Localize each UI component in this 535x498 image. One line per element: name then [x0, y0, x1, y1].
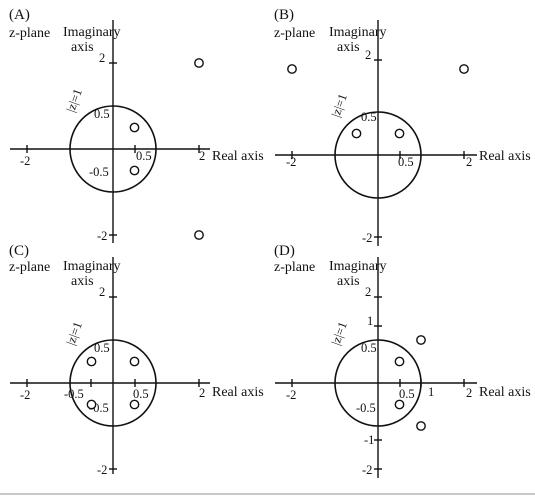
imag-axis-label-line2: axis: [337, 40, 360, 55]
y-tick-label: -2: [362, 463, 372, 477]
y-tick-label: 0.5: [94, 341, 110, 355]
unit-circle: [69, 105, 157, 193]
panel-c: (C) z-plane Imaginary axis Real axis |z|…: [9, 243, 264, 477]
y-tick-label: -2: [97, 463, 107, 477]
zero-marker: [129, 122, 140, 133]
zeros-group: [287, 64, 469, 139]
plane-label: z-plane: [274, 26, 315, 41]
panel-label: (B): [274, 7, 294, 23]
zero-marker: [287, 64, 297, 74]
panel-label: (A): [9, 7, 30, 23]
x-tick-label: 0.5: [133, 387, 149, 401]
y-tick-label: 2: [365, 285, 371, 299]
imag-axis-label-line1: Imaginary: [63, 25, 121, 40]
real-axis-label: Real axis: [479, 149, 531, 164]
x-tick-label: 0.5: [398, 155, 414, 169]
panel-d: (D) z-plane Imaginary axis Real axis |z|…: [274, 243, 531, 478]
y-tick-label: 1: [367, 314, 373, 328]
unit-circle-label: |z|=1: [64, 320, 85, 347]
x-tick-label: 2: [199, 386, 205, 400]
zero-marker: [459, 64, 469, 74]
zero-marker: [394, 356, 405, 367]
y-tick-label: -0.5: [356, 401, 376, 415]
x-tick-label: 0.5: [136, 149, 152, 163]
zero-marker: [194, 58, 204, 68]
unit-circle: [69, 339, 157, 427]
zero-marker: [129, 399, 140, 410]
zero-marker: [194, 230, 204, 240]
x-tick-label: 2: [466, 386, 472, 400]
plane-label: z-plane: [274, 260, 315, 275]
x-tick-label: 0.5: [399, 387, 415, 401]
zero-marker: [416, 421, 426, 431]
zero-marker: [351, 128, 362, 139]
unit-circle: [334, 111, 422, 199]
x-tick-label: 2: [199, 149, 205, 163]
zero-marker: [86, 356, 97, 367]
y-tick-label: 0.5: [361, 110, 377, 124]
zero-marker: [394, 128, 405, 139]
y-tick-label: 2: [365, 48, 371, 62]
x-tick-label: 1: [428, 385, 434, 399]
panel-label: (C): [9, 243, 29, 259]
x-tick-label: -0.5: [64, 387, 84, 401]
zero-marker: [86, 399, 97, 410]
zero-marker: [416, 335, 426, 345]
y-tick-label: 2: [99, 51, 105, 65]
panel-a: (A) z-plane Imaginary axis Real axis |z|…: [9, 7, 264, 243]
x-tick-label: -2: [20, 154, 30, 168]
y-tick-label: 2: [99, 285, 105, 299]
imag-axis-label-line1: Imaginary: [329, 259, 387, 274]
plane-label: z-plane: [9, 26, 50, 41]
x-tick-label: -2: [20, 388, 30, 402]
y-tick-label: -2: [97, 229, 107, 243]
zeros-group: [394, 335, 426, 431]
x-tick-label: -2: [286, 155, 296, 169]
real-axis-label: Real axis: [479, 385, 531, 400]
zero-marker: [129, 165, 140, 176]
zeros-group: [86, 356, 140, 410]
unit-circle-label: |z|=1: [64, 87, 85, 114]
y-tick-label: 0.5: [94, 107, 110, 121]
imag-axis-label-line2: axis: [71, 40, 94, 55]
panel-label: (D): [274, 243, 295, 259]
x-tick-label: -2: [286, 388, 296, 402]
imag-axis-label-line2: axis: [71, 274, 94, 289]
real-axis-label: Real axis: [212, 149, 264, 164]
zero-marker: [129, 356, 140, 367]
plane-label: z-plane: [9, 260, 50, 275]
y-tick-label: -2: [362, 231, 372, 245]
y-tick-label: -0.5: [89, 165, 109, 179]
y-tick-label: -1: [364, 433, 374, 447]
imag-axis-label-line1: Imaginary: [329, 25, 387, 40]
unit-circle-label: |z|=1: [329, 320, 350, 347]
imag-axis-label-line2: axis: [337, 274, 360, 289]
imag-axis-label-line1: Imaginary: [63, 259, 121, 274]
panel-b: (B) z-plane Imaginary axis Real axis |z|…: [274, 7, 531, 246]
y-tick-label: 0.5: [361, 341, 377, 355]
unit-circle-label: |z|=1: [329, 92, 350, 119]
zero-marker: [394, 399, 405, 410]
x-tick-label: 2: [466, 155, 472, 169]
zeros-group: [129, 58, 204, 240]
real-axis-label: Real axis: [212, 385, 264, 400]
